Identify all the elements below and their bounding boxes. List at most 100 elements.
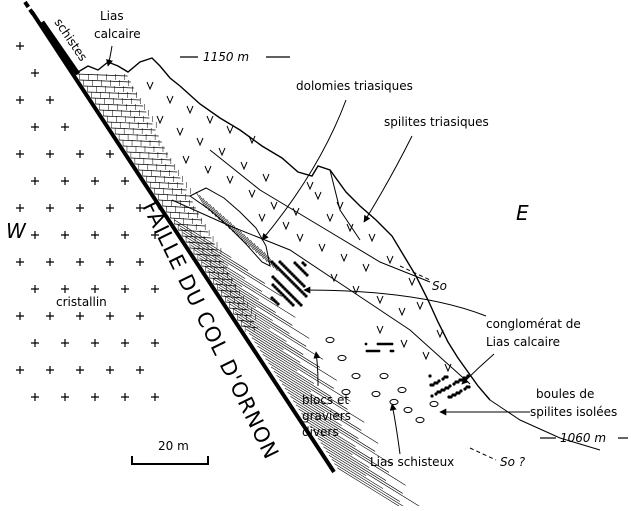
schist-hatch: [281, 383, 379, 444]
brick-line: [241, 325, 258, 329]
schist-hatch: [292, 400, 376, 452]
conglo-dot: [287, 299, 291, 303]
conglo-dot: [283, 295, 287, 299]
schist-hatch: [221, 291, 290, 334]
conglo-dot: [390, 342, 394, 346]
schist-hatch: [270, 366, 312, 393]
cross-mark: [151, 285, 159, 293]
conglo-dot: [281, 285, 285, 289]
schist-hatch: [326, 450, 367, 477]
fault-line: [30, 10, 336, 474]
schist-hatch: [215, 282, 257, 309]
v-symbol: [292, 207, 300, 217]
schist-hatch: [276, 375, 345, 418]
conglo-dot: [288, 270, 292, 274]
schist-hatch: [317, 438, 387, 481]
conglo-dot: [285, 297, 289, 301]
conglo-dot: [276, 302, 280, 306]
cross-mark: [16, 96, 24, 104]
v-symbol: [386, 255, 394, 265]
conglo-dot: [281, 293, 285, 297]
schist-hatch: [240, 320, 337, 381]
brick-line: [122, 145, 165, 149]
cross-mark: [106, 312, 114, 320]
cross-mark: [106, 366, 114, 374]
conglo-dot: [284, 274, 288, 278]
schist-hatch: [174, 219, 215, 246]
v-symbol: [416, 301, 424, 311]
arrow-conglo-upper: [303, 286, 487, 317]
conglo-dot: [271, 275, 275, 279]
dolomite-hatch: [205, 200, 217, 218]
brick-line: [189, 247, 218, 251]
conglo-dot: [454, 380, 458, 384]
conglo-dot: [298, 280, 302, 284]
spilite-inner-line-2: [329, 169, 361, 241]
conglo-dot: [365, 349, 369, 353]
conglo-dot: [296, 278, 300, 282]
brick-line: [225, 301, 246, 305]
conglo-dot: [458, 378, 462, 382]
cross-mark: [46, 366, 54, 374]
conglo-dot: [287, 291, 291, 295]
conglomerate-dots: [270, 260, 471, 399]
schist-hatch: [210, 274, 293, 326]
schist-hatch: [251, 337, 334, 389]
cross-mark: [136, 258, 144, 266]
conglo-dot: [391, 349, 395, 353]
brick-line: [158, 199, 193, 203]
dolomite-hatch: [263, 251, 275, 269]
conglo-dot: [276, 266, 280, 270]
conglo-dot: [384, 342, 388, 346]
conglo-dot: [274, 264, 278, 268]
cross-mark: [46, 204, 54, 212]
label-east: E: [516, 201, 529, 225]
conglo-dot: [300, 282, 304, 286]
conglo-dot: [465, 385, 469, 389]
brick-line: [103, 115, 150, 119]
schist-hatch: [257, 345, 298, 372]
cross-mark: [31, 285, 39, 293]
dolomite-hatch: [202, 197, 214, 215]
boulder: [341, 388, 351, 396]
conglo-dot: [294, 276, 298, 280]
schist-hatch: [207, 270, 276, 313]
schist-hatch: [301, 412, 356, 447]
schist-hatch: [279, 379, 362, 431]
cross-mark: [31, 177, 39, 185]
conglo-dot: [297, 301, 301, 305]
schist-hatch: [218, 286, 273, 321]
schist-hatch: [246, 328, 301, 363]
cross-mark: [136, 204, 144, 212]
conglo-dot: [275, 287, 279, 291]
cross-mark: [46, 258, 54, 266]
v-symbol: [352, 285, 360, 295]
boulder: [379, 372, 389, 380]
v-symbol: [156, 115, 164, 125]
schist-hatch: [323, 446, 420, 507]
conglo-dot: [443, 375, 447, 379]
label-lias-calcaire-2: calcaire: [94, 27, 141, 41]
conglo-dot: [299, 267, 303, 271]
schist-hatch: [237, 316, 321, 368]
topographic-profile: [77, 57, 491, 401]
conglo-dot: [278, 268, 282, 272]
conglo-dot: [289, 293, 293, 297]
conglo-dot: [428, 374, 432, 378]
conglo-dot: [300, 290, 304, 294]
conglo-dot: [375, 349, 379, 353]
lias-calcaire-band: [75, 73, 258, 332]
conglo-dot: [429, 383, 433, 387]
dolomite-hatch: [243, 233, 254, 251]
v-symbol: [248, 189, 256, 199]
v-symbol: [376, 295, 384, 305]
brick-line: [134, 163, 175, 167]
so-trace: [399, 265, 431, 281]
v-symbol: [398, 307, 406, 317]
schist-hatch: [298, 408, 339, 435]
schist-hatch: [287, 391, 342, 426]
conglo-dot: [444, 386, 448, 390]
brick-line: [162, 205, 196, 209]
dolomite-hatch: [246, 236, 258, 254]
